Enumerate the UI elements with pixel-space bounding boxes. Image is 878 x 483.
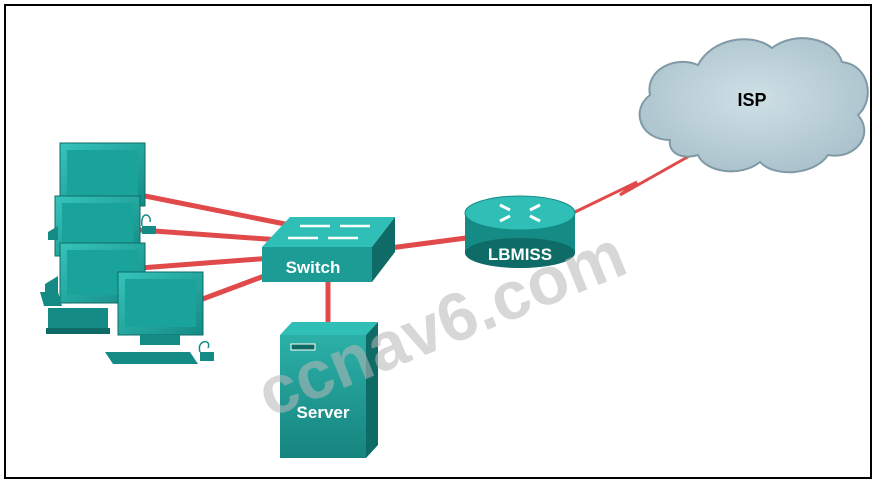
link-pc3-switch [139,255,273,271]
isp-cloud: ISP [638,37,869,174]
server-drive-icon [290,343,316,351]
link-switch-router [389,235,467,251]
switch-arrows-icon [288,224,370,240]
serial-link-router-isp [574,148,701,214]
server-label: Server [297,403,350,422]
router-lbmiss: LBMISS [464,195,576,268]
links [139,148,701,325]
switch-label: Switch [286,258,341,277]
server: Server [280,322,378,458]
router-arrows-icon [499,203,541,223]
pc-4 [105,271,214,364]
link-pc2-switch [139,227,281,243]
link-pc1-switch [139,192,291,228]
isp-label: ISP [737,90,766,110]
router-label: LBMISS [488,245,552,264]
cloud-icon [638,37,869,174]
switch: Switch [262,217,395,282]
